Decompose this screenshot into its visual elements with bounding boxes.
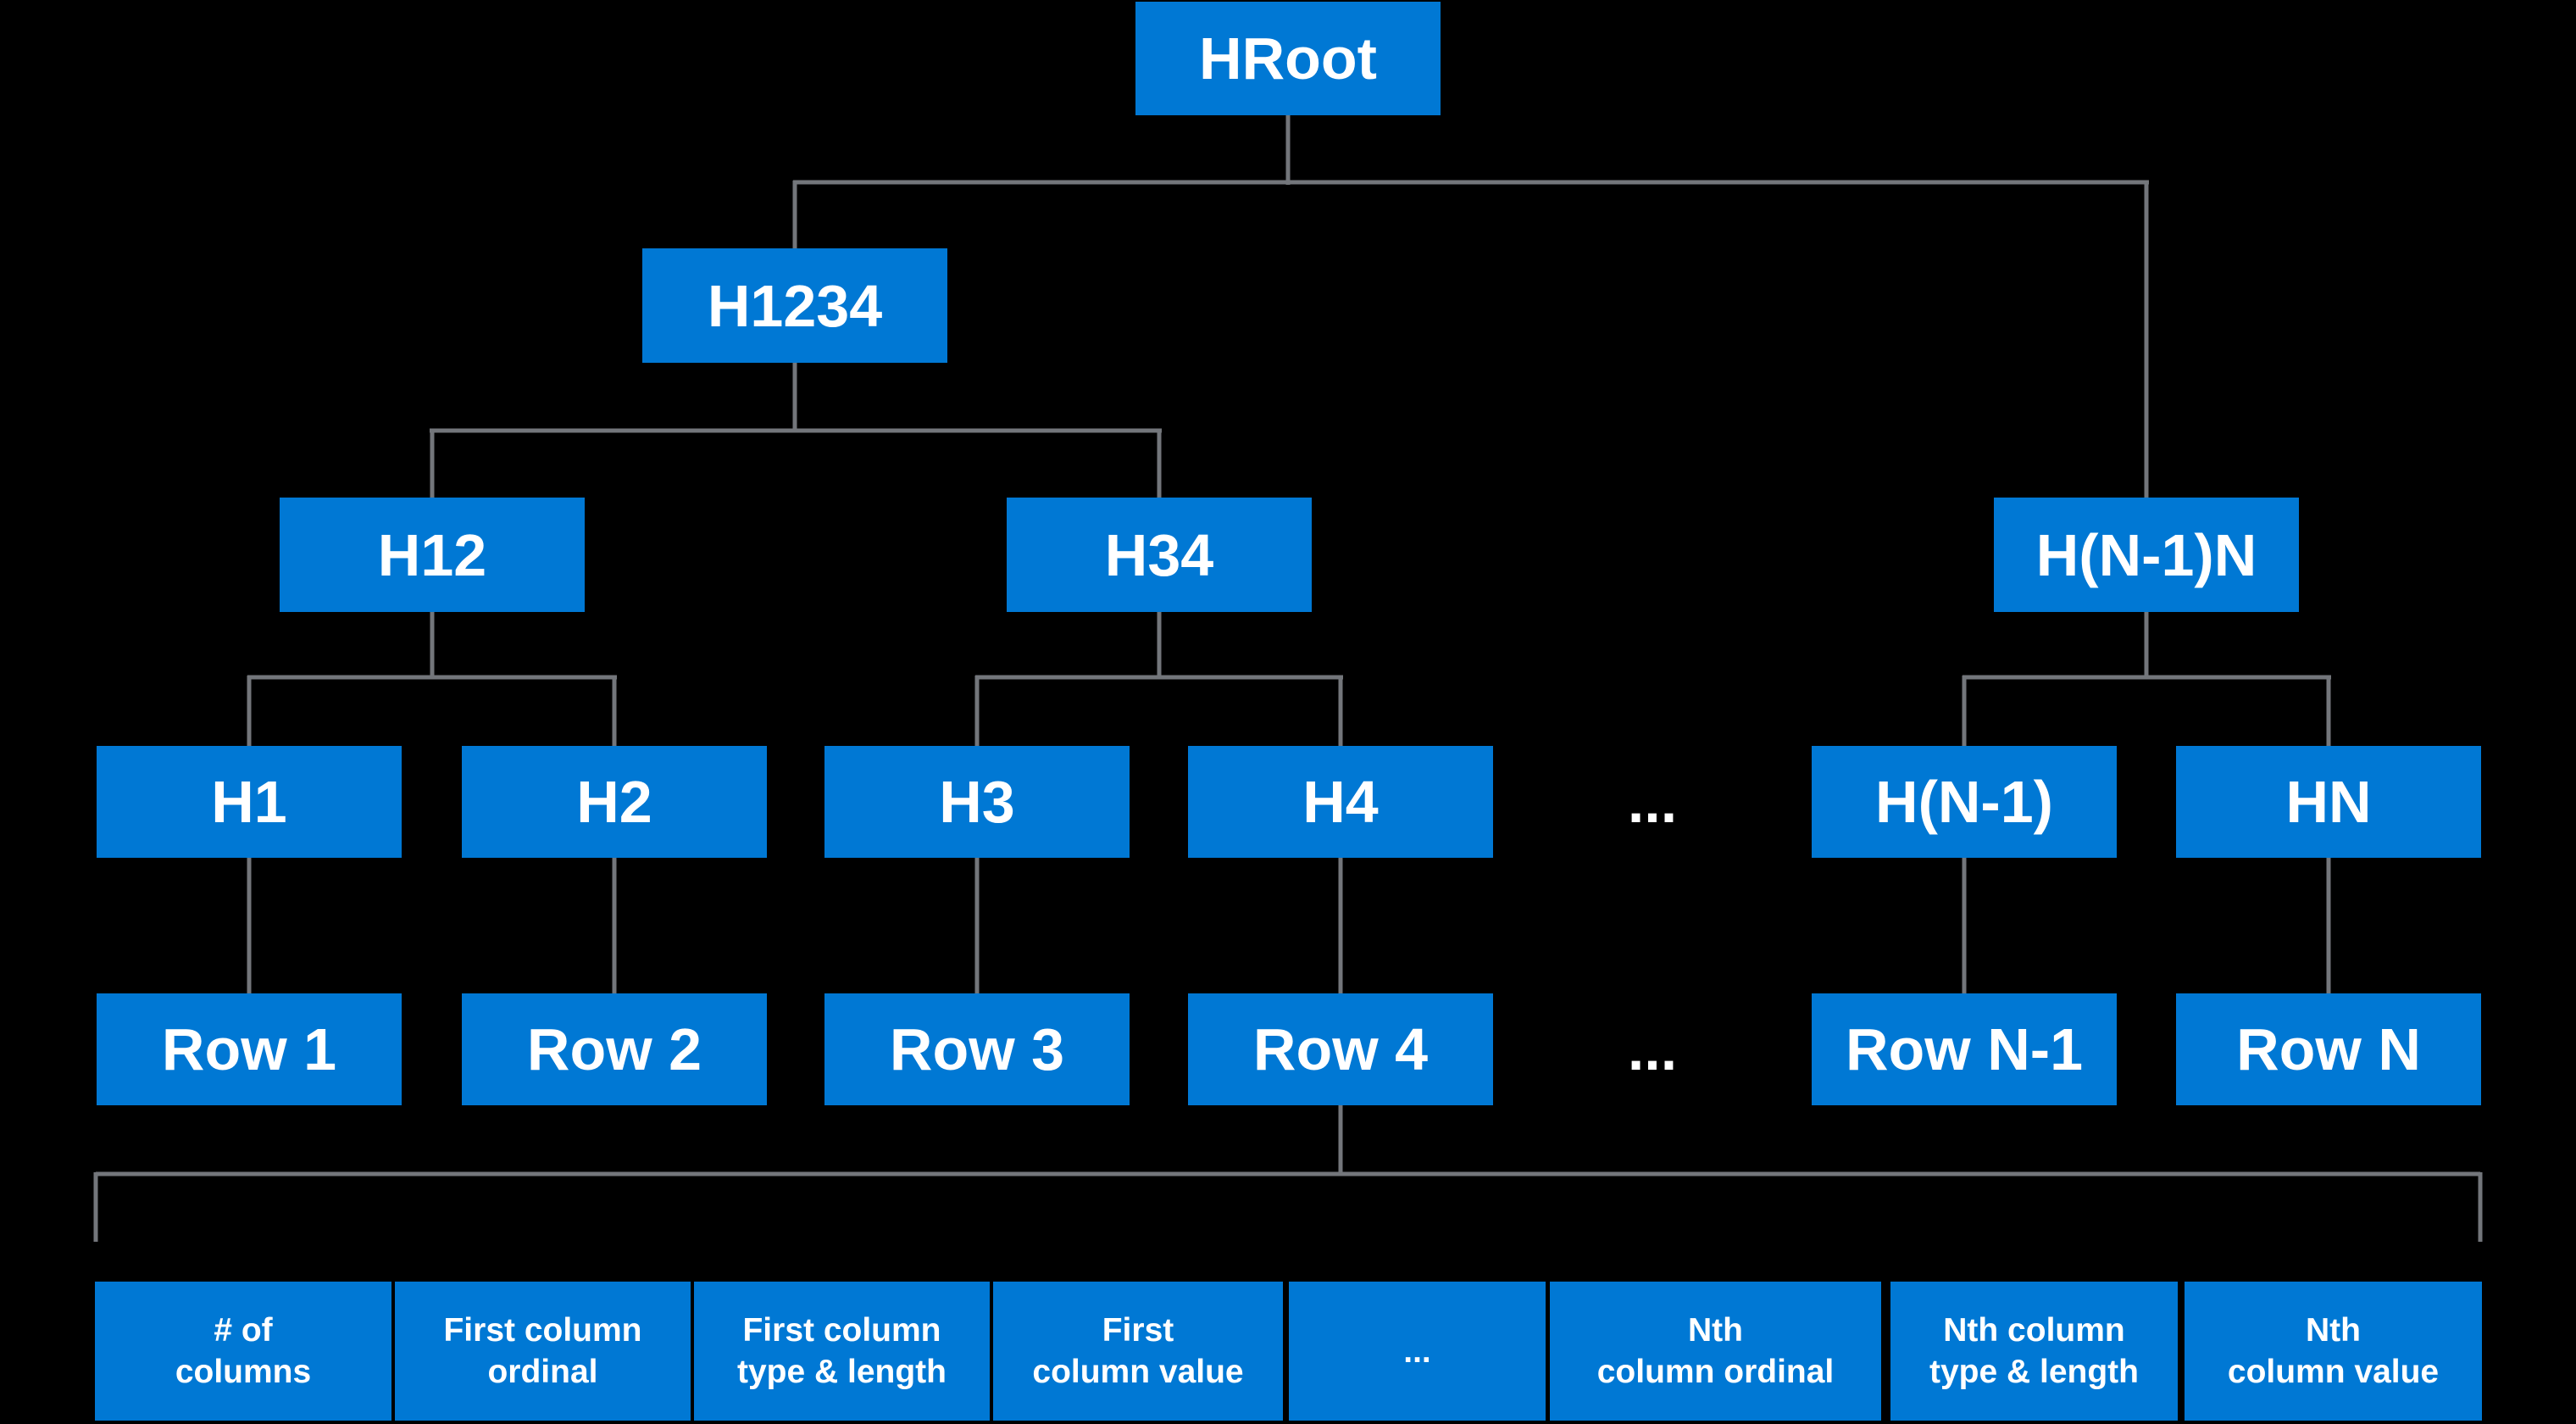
node-label: H(N-1) (1875, 769, 2053, 835)
field-line: column value (2227, 1354, 2440, 1390)
node-h4: H4 (1188, 746, 1493, 858)
node-row-n1: Row N-1 (1812, 993, 2117, 1105)
node-label: Row N-1 (1846, 1016, 2083, 1082)
field-line: First column (742, 1312, 941, 1349)
field-line: # of (214, 1312, 273, 1349)
node-hn1n: H(N-1)N (1994, 498, 2299, 612)
field-first-column-type-length: First column type & length (694, 1282, 990, 1421)
field-line: Nth (1688, 1312, 1743, 1349)
node-label: H1 (211, 769, 287, 835)
node-label: Row 4 (1252, 1016, 1429, 1082)
node-h3: H3 (824, 746, 1130, 858)
node-h2: H2 (462, 746, 767, 858)
field-nth-column-value: Nth column value (2185, 1282, 2482, 1421)
level5-ellipsis: ... (1593, 993, 1712, 1105)
field-line: column value (1032, 1354, 1244, 1390)
node-label: H4 (1302, 769, 1379, 835)
field-line: type & length (736, 1354, 947, 1390)
field-first-column-ordinal: First column ordinal (395, 1282, 691, 1421)
ellipsis-label: ... (1627, 1016, 1678, 1082)
node-label: H(N-1)N (2035, 521, 2257, 588)
field-line: ... (1403, 1332, 1431, 1370)
node-label: HN (2285, 769, 2372, 835)
node-label: H34 (1104, 521, 1214, 588)
node-hroot: HRoot (1135, 2, 1441, 115)
node-label: Row 2 (526, 1016, 702, 1082)
ellipsis-label: ... (1627, 769, 1678, 835)
field-line: First column (443, 1312, 642, 1349)
node-h1234: H1234 (642, 248, 947, 363)
node-label: H2 (576, 769, 652, 835)
field-num-columns: # of columns (95, 1282, 391, 1421)
node-row-4: Row 4 (1188, 993, 1493, 1105)
field-line: Nth column (1943, 1312, 2125, 1349)
field-ellipsis: ... (1289, 1282, 1546, 1421)
node-label: H1234 (707, 272, 883, 339)
node-label: H3 (939, 769, 1015, 835)
node-row-3: Row 3 (824, 993, 1130, 1105)
node-label: H12 (377, 521, 487, 588)
field-line: ordinal (487, 1354, 598, 1390)
node-row-1: Row 1 (97, 993, 402, 1105)
field-line: column ordinal (1596, 1354, 1835, 1390)
node-label: Row 3 (889, 1016, 1065, 1082)
field-line: columns (175, 1354, 312, 1390)
field-line: Nth (2306, 1312, 2361, 1349)
node-label: Row 1 (161, 1016, 337, 1082)
node-label: Row N (2236, 1016, 2421, 1082)
field-nth-column-ordinal: Nth column ordinal (1550, 1282, 1881, 1421)
node-hn: HN (2176, 746, 2481, 858)
node-label: HRoot (1199, 25, 1377, 92)
node-h34: H34 (1007, 498, 1312, 612)
field-line: type & length (1929, 1354, 2139, 1390)
field-nth-column-type-length: Nth column type & length (1890, 1282, 2178, 1421)
node-row-2: Row 2 (462, 993, 767, 1105)
field-line: First (1102, 1312, 1174, 1349)
level4-ellipsis: ... (1593, 746, 1712, 858)
node-row-n: Row N (2176, 993, 2481, 1105)
field-first-column-value: First column value (993, 1282, 1283, 1421)
node-h1: H1 (97, 746, 402, 858)
node-hn1: H(N-1) (1812, 746, 2117, 858)
node-h12: H12 (280, 498, 585, 612)
